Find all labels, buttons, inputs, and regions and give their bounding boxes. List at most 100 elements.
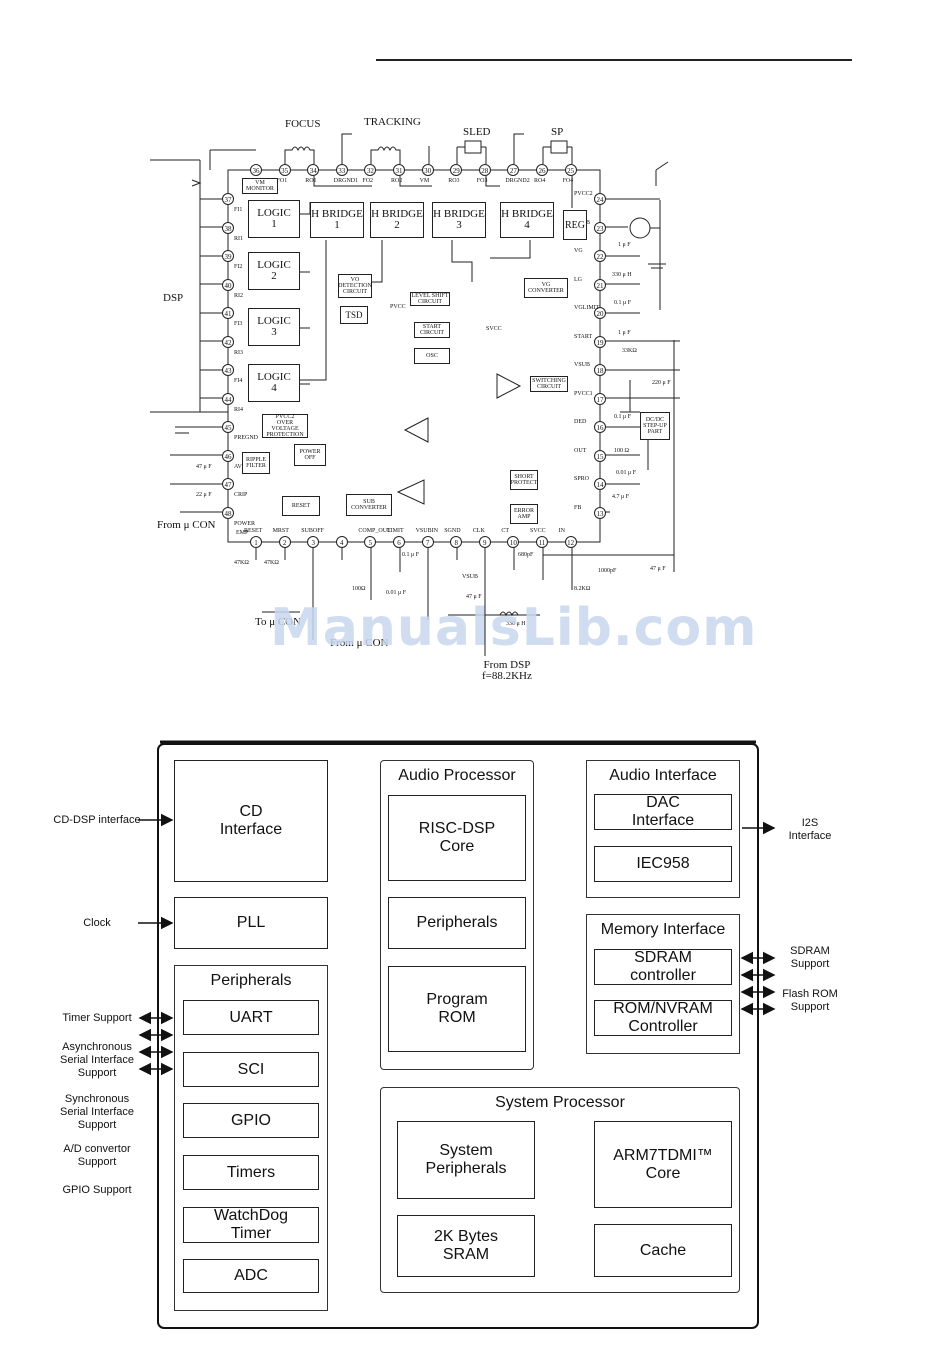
pin-19: 19 <box>594 335 606 348</box>
logic-3-block: LOGIC 3 <box>248 308 300 346</box>
pin-26-label: RO4 <box>534 178 546 184</box>
pin-41: 41 <box>222 307 234 319</box>
pin-33: 33 <box>335 164 348 176</box>
from-ucon-bottom-label: From μ CON <box>330 637 389 649</box>
pin-4: 4 <box>335 536 348 548</box>
sci-block: SCI <box>183 1052 319 1087</box>
audio-interface-title: Audio Interface <box>609 767 717 784</box>
cd-interface-block: CD Interface <box>174 760 328 882</box>
pin-16: 16 <box>594 421 606 433</box>
sled-label: SLED <box>463 126 491 138</box>
dsp-label: DSP <box>163 292 184 304</box>
c-001uf-label: 0.01 μ F <box>616 470 637 476</box>
pin-6-label: LIMIT <box>387 528 404 534</box>
pin-42: 42 <box>222 335 234 348</box>
r-100-b-label: 100Ω <box>352 586 366 592</box>
uart-block: UART <box>183 1000 319 1035</box>
pin-7-label: VSUBIN <box>415 528 438 534</box>
tracking-label: TRACKING <box>364 116 421 128</box>
pin-42-label: RI3 <box>234 349 243 356</box>
pin-39-label: FI2 <box>234 264 243 270</box>
sp-label: SP <box>551 126 564 138</box>
pin-5: 5 <box>364 536 377 548</box>
sram-block: 2K Bytes SRAM <box>397 1215 535 1277</box>
pvcc-label: PVCC <box>390 304 406 310</box>
h-bridge-2-block: H BRIDGE 2 <box>370 202 424 238</box>
memory-interface-title: Memory Interface <box>600 921 726 938</box>
pin-44: 44 <box>222 392 234 405</box>
dcdc-block: DC/DC STEP-UP PART <box>640 412 670 440</box>
h-bridge-3-block: H BRIDGE 3 <box>432 202 486 238</box>
pin-48: 48 <box>222 506 234 519</box>
c-1uf-b-label: 1 μ F <box>618 330 631 336</box>
logic-4-block: LOGIC 4 <box>248 364 300 402</box>
pin-24-label: PVCC2 <box>574 191 593 197</box>
arm7tdmi-core-block: ARM7TDMI™ Core <box>594 1121 732 1208</box>
pin-40-label: RI2 <box>234 292 243 299</box>
pin-25: 25 <box>564 164 577 176</box>
c-22uf-label: 22 μ F <box>196 492 212 498</box>
reg-block: REG <box>563 210 587 240</box>
pin-27: 27 <box>507 164 520 176</box>
h-bridge-4-block: H BRIDGE 4 <box>500 202 554 238</box>
sdram-controller-block: SDRAM controller <box>594 949 732 985</box>
pin-28: 28 <box>478 164 491 176</box>
pin-1-label: RESET <box>244 528 263 534</box>
pin-2: 2 <box>278 536 291 548</box>
pin-20-label: VGLIMIT <box>574 305 600 311</box>
pin-34-label: RO1 <box>305 178 317 184</box>
sdram-support-label: SDRAM Support <box>790 945 830 970</box>
pin-22: 22 <box>594 250 606 262</box>
tsd-block: TSD <box>340 306 368 324</box>
clock-label: Clock <box>83 917 111 929</box>
timer-support-label: Timer Support <box>62 1012 132 1024</box>
pin-20: 20 <box>594 307 606 319</box>
adc-block: ADC <box>183 1259 319 1293</box>
pin-47-label: CRIP <box>234 492 248 498</box>
async-serial-label: Asynchronous Serial Interface Support <box>60 1041 134 1079</box>
pin-11: 11 <box>536 536 548 548</box>
pin-25-label: FO4 <box>562 178 574 184</box>
pvcc2-protection-block: PVCC2 OVER VOLTAGE PROTECTION <box>262 414 308 438</box>
pin-6: 6 <box>393 536 405 548</box>
rom-nvram-controller-block: ROM/NVRAM Controller <box>594 1000 732 1036</box>
h-bridge-1-block: H BRIDGE 1 <box>310 202 364 238</box>
pin-46-label: AVCC <box>234 464 250 470</box>
pll-block: PLL <box>174 897 328 949</box>
pin-39: 39 <box>222 250 234 262</box>
pin-35-label: FO1 <box>276 178 288 184</box>
c-47uf-c-label: 47 μ F <box>466 594 482 600</box>
level-shift-block: LEVEL SHIFT CIRCUIT <box>410 292 450 306</box>
pin-14-label: SPRO <box>574 476 590 482</box>
system-processor-title: System Processor <box>495 1094 625 1111</box>
pin-11-label: SVCC <box>530 528 546 534</box>
pin-34: 34 <box>307 164 320 176</box>
vg-converter-block: VG CONVERTER <box>524 278 568 298</box>
pin-28-label: FO3 <box>476 178 488 184</box>
focus-label: FOCUS <box>285 118 321 130</box>
r-100-label: 100 Ω <box>614 448 629 454</box>
to-ucon-label: To μ CON <box>255 616 302 628</box>
pin-18-label: VSUB <box>574 362 591 368</box>
gpio-block: GPIO <box>183 1103 319 1138</box>
pin-43-label: FI4 <box>234 378 243 384</box>
pin-23: 23 <box>594 221 606 234</box>
pin-29-label: RO3 <box>448 178 460 184</box>
switching-circuit-block: SWITCHING CIRCUIT <box>530 376 568 392</box>
system-peripherals-block: System Peripherals <box>397 1121 535 1199</box>
pin-12: 12 <box>564 536 577 548</box>
pin-8-label: SGND <box>444 528 461 534</box>
pin-37-label: FI1 <box>234 207 243 213</box>
watchdog-timer-block: WatchDog Timer <box>183 1207 319 1243</box>
pin-37: 37 <box>222 193 234 205</box>
pin-1: 1 <box>250 536 262 548</box>
ad-converter-label: A/D convertor Support <box>63 1143 131 1168</box>
pin-45: 45 <box>222 421 234 433</box>
emp-label: EMP <box>236 530 249 536</box>
r-82k-label: 8.2KΩ <box>574 586 591 592</box>
osc-block: OSC <box>414 348 450 364</box>
pin-32: 32 <box>364 164 377 176</box>
c-47uf-a-label: 47 μ F <box>196 464 212 470</box>
pin-21: 21 <box>594 278 606 291</box>
error-amp-block: ERROR AMP <box>510 504 538 524</box>
